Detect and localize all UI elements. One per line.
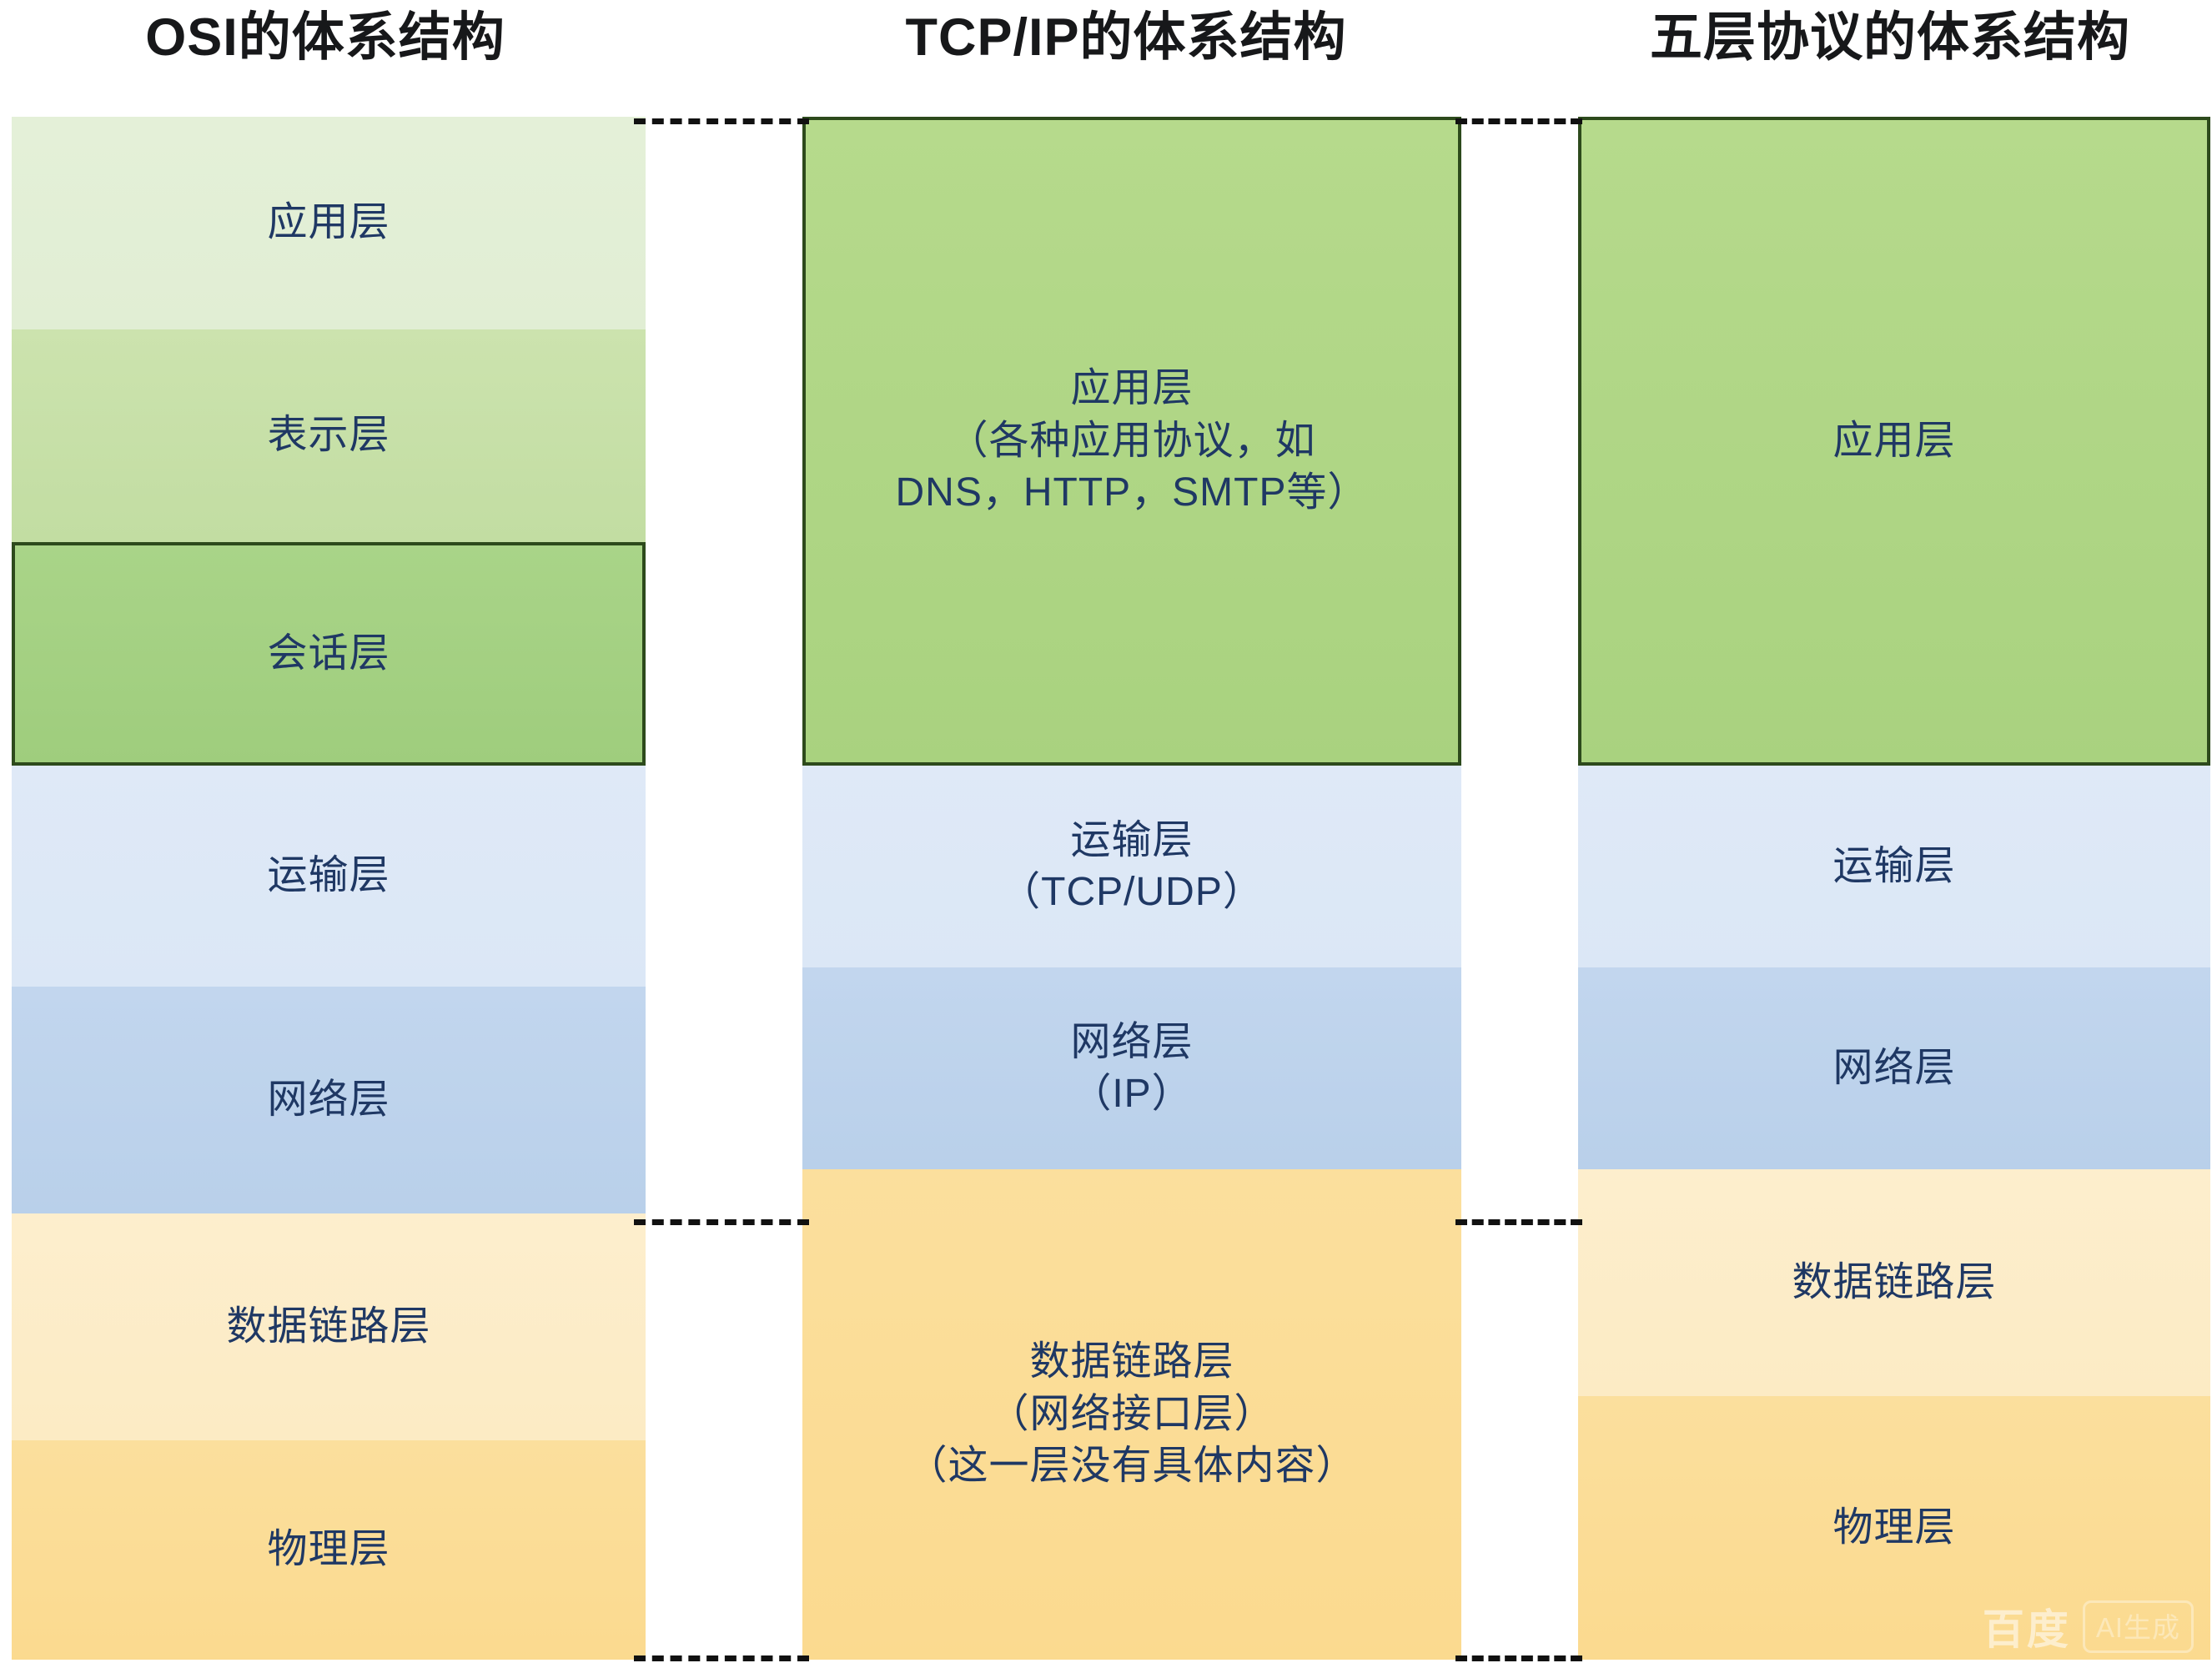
tcpip-layer-data-link[interactable]: 数据链路层 （网络接口层） （这一层没有具体内容） <box>802 1169 1461 1660</box>
dashed-connector-middle-left <box>634 1219 809 1225</box>
layer-label: 应用层 <box>1070 366 1194 411</box>
layer-label: 应用层 <box>267 200 390 245</box>
dashed-connector-bottom-left <box>634 1655 809 1661</box>
layer-label: 表示层 <box>267 413 390 458</box>
layer-label: 数据链路层 <box>226 1304 431 1349</box>
layer-sublabel-1: （各种应用协议，如 <box>948 418 1316 463</box>
page-title-five-layer: 五层协议的体系结构 <box>1650 8 2130 67</box>
osi-layer-transport[interactable]: 运输层 <box>12 766 646 987</box>
layer-label: 运输层 <box>1070 817 1194 862</box>
five-layer-physical[interactable]: 物理层 <box>1578 1396 2210 1660</box>
layer-label: 运输层 <box>1832 843 1956 888</box>
tcpip-layer-application[interactable]: 应用层 （各种应用协议，如 DNS，HTTP，SMTP等） <box>802 117 1461 766</box>
layer-sublabel-2: DNS，HTTP，SMTP等） <box>895 470 1369 515</box>
osi-layer-application[interactable]: 应用层 <box>12 117 646 329</box>
layer-sublabel-1: （IP） <box>1071 1072 1193 1116</box>
layer-label: 网络层 <box>1070 1019 1194 1064</box>
layer-label: 数据链路层 <box>1029 1339 1234 1384</box>
layer-label: 会话层 <box>267 631 390 676</box>
five-layer-network[interactable]: 网络层 <box>1578 967 2210 1169</box>
dashed-connector-top-left <box>634 118 809 124</box>
layer-label: 物理层 <box>267 1527 390 1572</box>
five-layer-transport[interactable]: 运输层 <box>1578 766 2210 967</box>
layer-sublabel-1: （网络接口层） <box>988 1391 1275 1436</box>
page-title-osi: OSI的体系结构 <box>145 8 505 67</box>
osi-layer-data-link[interactable]: 数据链路层 <box>12 1213 646 1440</box>
page-title-tcpip: TCP/IP的体系结构 <box>905 8 1347 67</box>
layer-label: 应用层 <box>1832 418 1956 463</box>
tcpip-stack: 应用层 （各种应用协议，如 DNS，HTTP，SMTP等） 运输层 （TCP/U… <box>802 117 1461 1660</box>
layer-label: 运输层 <box>267 853 390 898</box>
osi-layer-presentation[interactable]: 表示层 <box>12 329 646 542</box>
tcpip-layer-transport[interactable]: 运输层 （TCP/UDP） <box>802 766 1461 967</box>
layer-label: 物理层 <box>1832 1505 1956 1550</box>
osi-layer-physical[interactable]: 物理层 <box>12 1440 646 1660</box>
dashed-connector-bottom-right <box>1455 1655 1582 1661</box>
five-layer-application[interactable]: 应用层 <box>1578 117 2210 766</box>
layer-label: 数据链路层 <box>1792 1259 1997 1304</box>
dashed-connector-top-right <box>1455 118 1582 124</box>
layer-sublabel-2: （这一层没有具体内容） <box>907 1444 1357 1489</box>
five-layer-stack: 应用层 运输层 网络层 数据链路层 物理层 <box>1578 117 2210 1660</box>
osi-stack: 应用层 表示层 会话层 运输层 网络层 数据链路层 物理层 <box>12 117 646 1660</box>
tcpip-layer-network[interactable]: 网络层 （IP） <box>802 967 1461 1169</box>
five-layer-data-link[interactable]: 数据链路层 <box>1578 1169 2210 1396</box>
layer-label: 网络层 <box>1832 1045 1956 1090</box>
osi-layer-network[interactable]: 网络层 <box>12 987 646 1213</box>
osi-layer-session[interactable]: 会话层 <box>12 542 646 766</box>
layer-sublabel-1: （TCP/UDP） <box>1000 870 1264 914</box>
dashed-connector-middle-right <box>1455 1219 1582 1225</box>
layer-label: 网络层 <box>267 1077 390 1122</box>
